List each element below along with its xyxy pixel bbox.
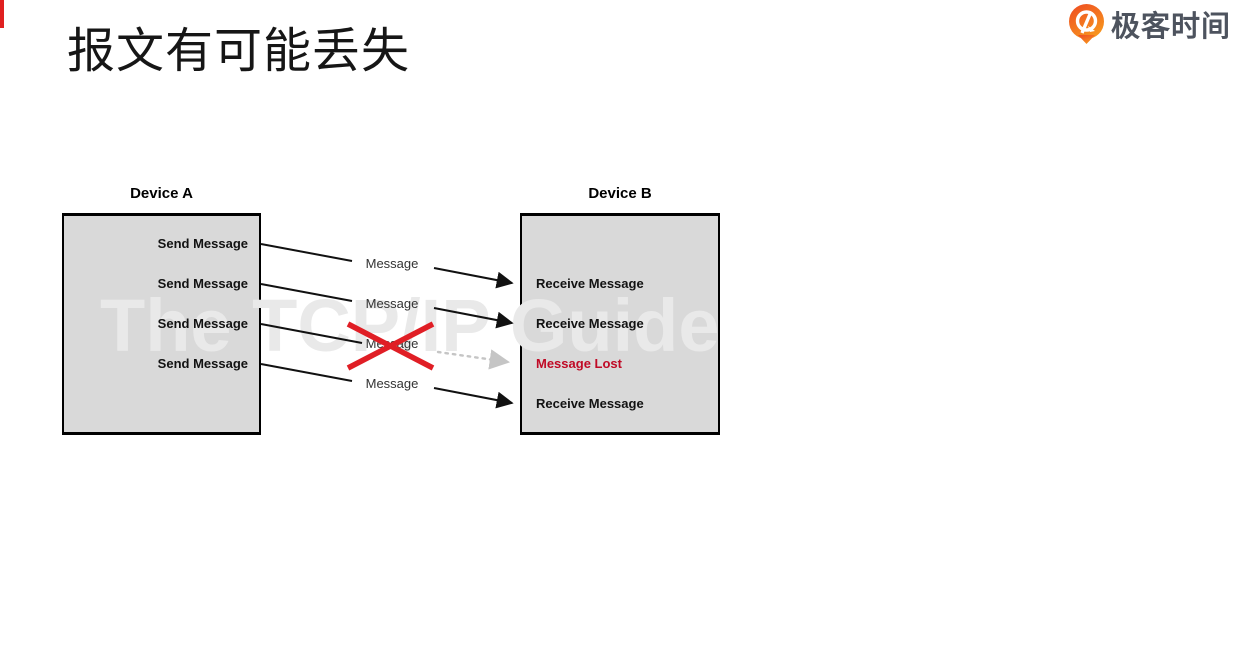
message-in-flight-label-4: Message	[365, 376, 419, 391]
receive-message-label-2: Receive Message	[536, 316, 644, 331]
receive-message-label-1: Receive Message	[536, 276, 644, 291]
device-a-box	[62, 213, 261, 435]
message-in-flight-label-3: Message	[365, 336, 419, 351]
geektime-logo-icon	[1068, 4, 1105, 44]
slide-accent-bar	[0, 0, 4, 28]
send-message-label-3: Send Message	[157, 316, 248, 331]
brand-logo: 极客时间	[1068, 3, 1231, 45]
brand-name: 极客时间	[1110, 11, 1231, 43]
arrow-4-segment-b	[433, 387, 514, 409]
device-b-title: Device B	[588, 185, 652, 202]
device-a-title: Device A	[130, 185, 193, 202]
message-lost-label: Message Lost	[536, 356, 622, 371]
send-message-label-1: Send Message	[157, 236, 248, 251]
arrow-1-segment-b	[433, 267, 514, 289]
send-message-label-2: Send Message	[157, 276, 248, 291]
device-b-box	[520, 213, 720, 435]
receive-message-label-3: Receive Message	[536, 396, 644, 411]
send-message-label-4: Send Message	[157, 356, 248, 371]
message-in-flight-label-1: Message	[365, 256, 419, 271]
message-in-flight-label-2: Message	[365, 296, 419, 311]
page-title: 报文有可能丢失	[67, 25, 411, 78]
arrow-1-segment-a	[260, 243, 353, 262]
